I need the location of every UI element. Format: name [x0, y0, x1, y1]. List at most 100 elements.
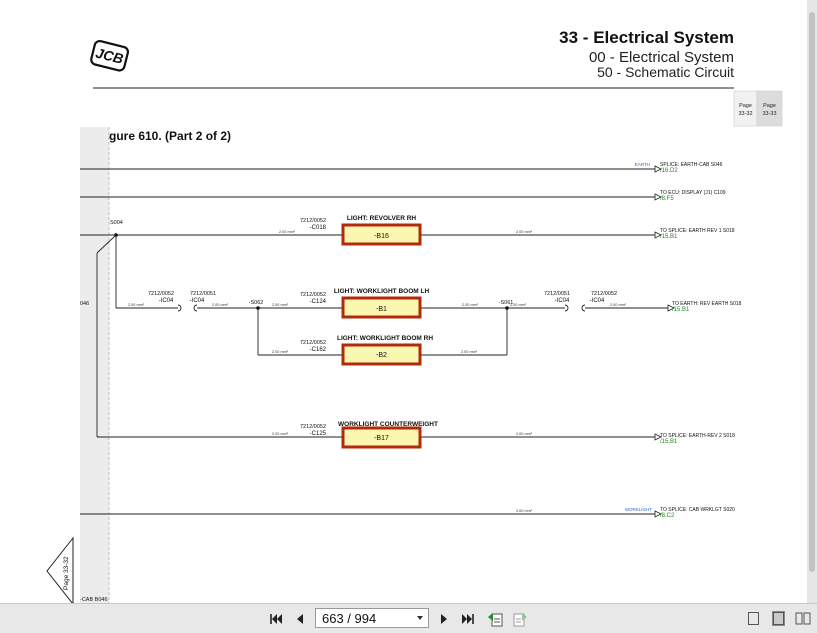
single-page-view-button[interactable] [743, 609, 763, 628]
svg-text:-IC04: -IC04 [159, 298, 174, 304]
forward-view-icon [513, 612, 527, 626]
svg-text:Page: Page [739, 103, 752, 109]
svg-text:TO ECU: DISPLAY (J1) C109: TO ECU: DISPLAY (J1) C109 [660, 190, 726, 196]
chevron-down-icon [417, 616, 423, 620]
continuous-page-icon [771, 611, 785, 626]
svg-text:TO SPLICE: EARTH REV 1 S018: TO SPLICE: EARTH REV 1 S018 [660, 228, 735, 234]
svg-text:/15.B1: /15.B1 [660, 234, 678, 240]
last-page-button[interactable] [458, 609, 478, 628]
svg-text:2.00 mm²: 2.00 mm² [510, 303, 527, 307]
svg-text:Page: Page [763, 103, 776, 109]
wire-size-labels: 2.00 mm² 2.00 mm² 2.00 mm² 2.00 mm² 2.00… [128, 230, 627, 513]
left-label-cab: -CAB B046 [80, 597, 108, 603]
viewer-toolbar: 663 / 994 [0, 603, 817, 633]
svg-text:2.00 mm²: 2.00 mm² [610, 303, 627, 307]
jcb-logo: JCB [90, 39, 130, 72]
svg-text:-IC04: -IC04 [590, 298, 605, 304]
page-number-value: 663 / 994 [322, 610, 377, 626]
last-page-icon [462, 613, 474, 624]
previous-page-icon [297, 613, 303, 624]
svg-text:7212/0052: 7212/0052 [300, 340, 326, 346]
section-title: 33 - Electrical System [559, 28, 734, 47]
svg-text:-B2: -B2 [376, 352, 387, 359]
svg-text:LIGHT: WORKLIGHT BOOM RH: LIGHT: WORKLIGHT BOOM RH [337, 335, 433, 342]
svg-text:/16.D2: /16.D2 [660, 168, 678, 174]
svg-text:WORKLIGHT COUNTERWEIGHT: WORKLIGHT COUNTERWEIGHT [338, 421, 438, 428]
svg-text:/8.F5: /8.F5 [660, 196, 674, 202]
svg-text:2.00 mm²: 2.00 mm² [462, 303, 479, 307]
margin-strip [80, 127, 109, 603]
page-number-select[interactable]: 663 / 994 [315, 608, 429, 628]
schematic-page: JCB 33 - Electrical System 00 - Electric… [46, 28, 783, 603]
svg-text:/8.C2: /8.C2 [660, 513, 675, 519]
next-page-button[interactable] [434, 609, 454, 628]
svg-text:/15.B1: /15.B1 [660, 439, 678, 445]
component-b16[interactable]: -B16 LIGHT: REVOLVER RH 7212/0052 -C018 [300, 215, 422, 246]
svg-text:Page 33-32: Page 33-32 [63, 556, 70, 590]
back-view-icon [488, 612, 503, 626]
first-page-icon [270, 613, 282, 624]
splice-points [114, 233, 509, 310]
svg-text:SPLICE: EARTH-CAB S046: SPLICE: EARTH-CAB S046 [660, 162, 723, 168]
svg-text:2.00 mm²: 2.00 mm² [516, 432, 533, 436]
connector-labels: 7212/0052 -IC04 7212/0051 -IC04 7212/005… [148, 291, 617, 306]
svg-text:7212/0051: 7212/0051 [544, 291, 570, 297]
two-page-view-button[interactable] [793, 609, 813, 628]
page-tab-33-33[interactable]: Page 33-33 [756, 90, 783, 127]
svg-text:2.00 mm²: 2.00 mm² [461, 350, 478, 354]
component-b17[interactable]: -B17 WORKLIGHT COUNTERWEIGHT 7212/0052 -… [300, 421, 438, 449]
svg-text:TO SPLICE: EARTH-REV 2 S018: TO SPLICE: EARTH-REV 2 S018 [660, 433, 735, 439]
section-subtitle-2: 50 - Schematic Circuit [597, 64, 734, 80]
figure-title: gure 610. (Part 2 of 2) [109, 129, 231, 143]
component-b1[interactable]: -B1 LIGHT: WORKLIGHT BOOM LH 7212/0052 -… [300, 288, 430, 319]
svg-text:7212/0052: 7212/0052 [300, 292, 326, 298]
svg-text:-C162: -C162 [310, 347, 327, 353]
svg-text:2.00 mm²: 2.00 mm² [516, 509, 533, 513]
go-back-view-button[interactable] [485, 609, 505, 628]
svg-text:-B17: -B17 [374, 435, 389, 442]
left-label-046: 046 [80, 301, 89, 307]
svg-text:7212/0052: 7212/0052 [300, 218, 326, 224]
component-b2[interactable]: -B2 LIGHT: WORKLIGHT BOOM RH 7212/0052 -… [300, 335, 433, 366]
two-page-icon [795, 612, 811, 625]
svg-text:WORKLIGHT: WORKLIGHT [625, 507, 653, 512]
svg-text:2.00 mm²: 2.00 mm² [272, 303, 289, 307]
svg-text:-B1: -B1 [376, 306, 387, 313]
svg-text:TO SPLICE: CAB WRKLGT S020: TO SPLICE: CAB WRKLGT S020 [660, 507, 735, 513]
destination-arrows [654, 165, 675, 518]
splice-s004-label: S004 [110, 220, 123, 226]
svg-text:2.00 mm²: 2.00 mm² [272, 432, 289, 436]
svg-text:EARTH: EARTH [635, 162, 650, 167]
svg-text:2.00 mm²: 2.00 mm² [212, 303, 229, 307]
continuous-view-button[interactable] [768, 609, 788, 628]
svg-text:/15.B1: /15.B1 [672, 307, 690, 313]
inline-connectors [177, 304, 586, 312]
wires [80, 168, 668, 515]
scrollbar-thumb[interactable] [809, 12, 815, 572]
svg-text:LIGHT: WORKLIGHT BOOM LH: LIGHT: WORKLIGHT BOOM LH [334, 288, 430, 295]
svg-text:-S061: -S061 [499, 300, 514, 306]
page-tab-33-32[interactable]: Page 33-32 [733, 90, 758, 127]
svg-text:2.00 mm²: 2.00 mm² [272, 350, 289, 354]
single-page-icon [747, 612, 759, 625]
svg-text:2.00 mm²: 2.00 mm² [279, 230, 296, 234]
svg-text:-IC04: -IC04 [190, 298, 205, 304]
svg-text:-C125: -C125 [310, 431, 327, 437]
svg-text:-B16: -B16 [374, 233, 389, 240]
svg-text:33-32: 33-32 [738, 111, 752, 117]
svg-text:2.00 mm²: 2.00 mm² [128, 303, 145, 307]
svg-text:7212/0052: 7212/0052 [300, 424, 326, 430]
previous-page-button[interactable] [290, 609, 310, 628]
svg-text:-S062: -S062 [249, 300, 264, 306]
section-subtitle: 00 - Electrical System [589, 49, 734, 66]
side-page-marker[interactable]: Page 33-32 [46, 536, 74, 603]
first-page-button[interactable] [266, 609, 286, 628]
destination-labels: EARTH SPLICE: EARTH-CAB S046 /16.D2 TO E… [625, 162, 742, 519]
vertical-scrollbar[interactable] [807, 0, 817, 603]
svg-text:2.00 mm²: 2.00 mm² [516, 230, 533, 234]
svg-text:33-33: 33-33 [762, 111, 776, 117]
svg-text:-IC04: -IC04 [555, 298, 570, 304]
go-forward-view-button[interactable] [510, 609, 530, 628]
svg-text:-C018: -C018 [310, 225, 327, 231]
